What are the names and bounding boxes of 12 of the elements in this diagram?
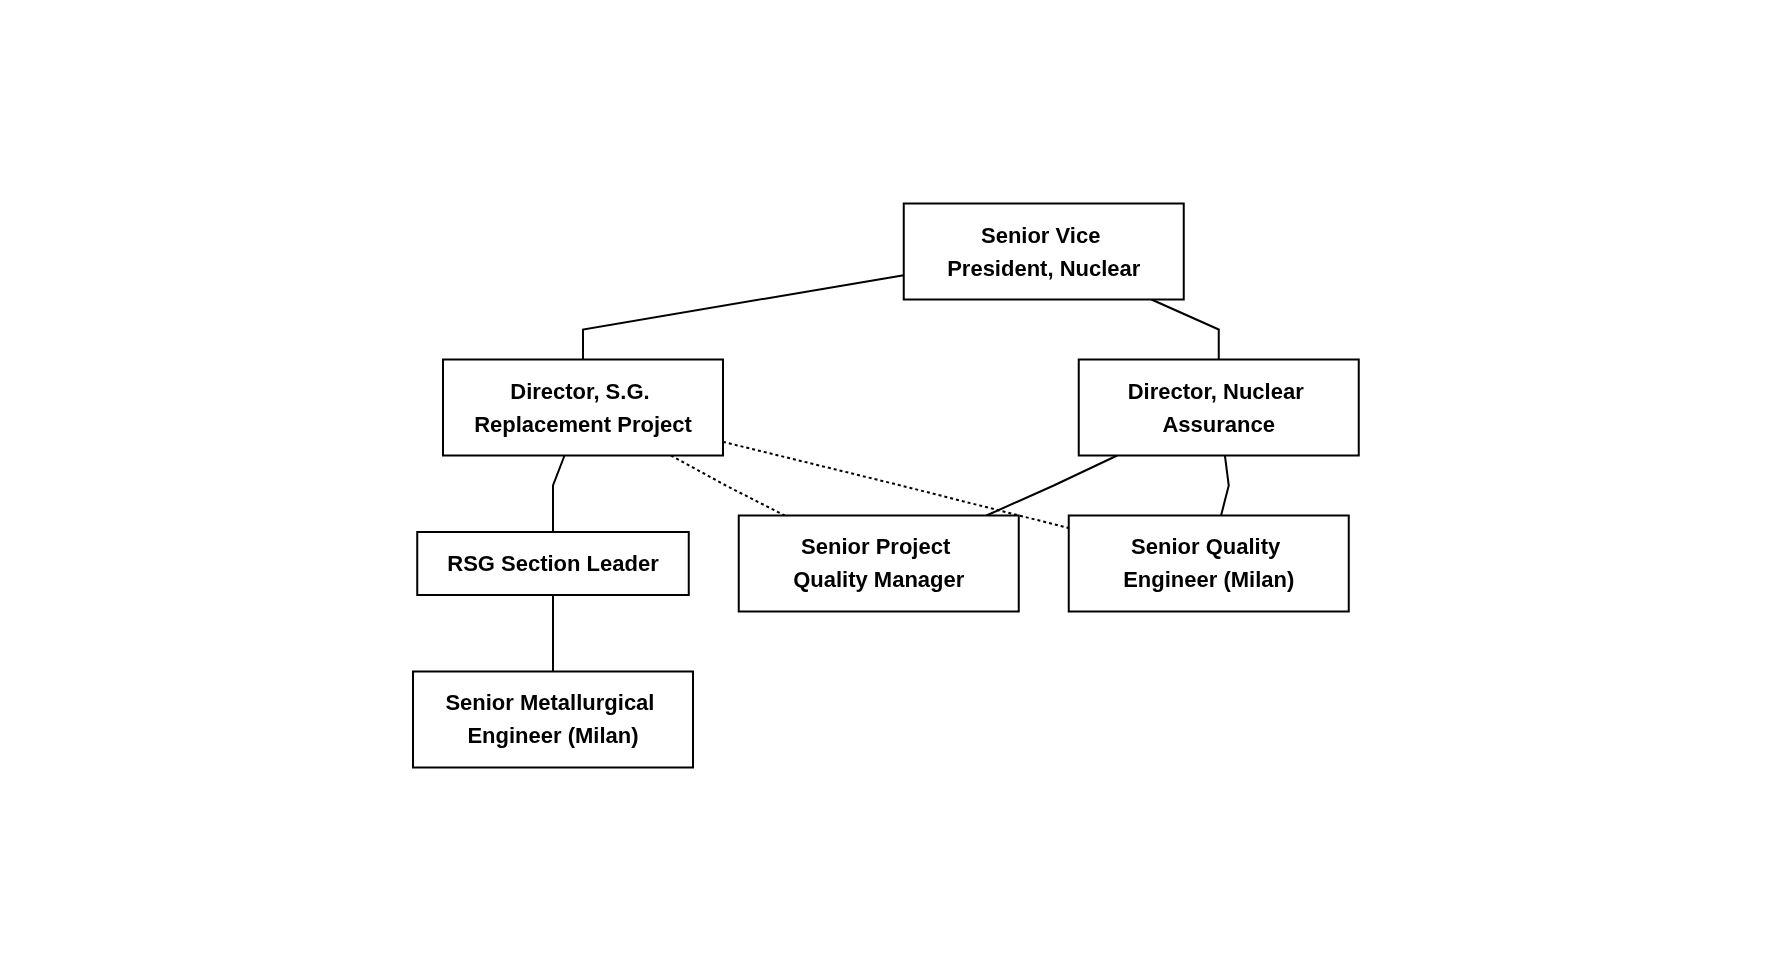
- connector: [1150, 298, 1220, 361]
- node-box: RSG Section Leader: [415, 531, 690, 596]
- node-box: Senior Quality Engineer (Milan): [1067, 514, 1350, 613]
- node-box: Director, Nuclear Assurance: [1077, 358, 1360, 457]
- connector: [1219, 454, 1230, 517]
- node-box: Senior Metallurgical Engineer (Milan): [411, 670, 694, 769]
- connector: [985, 454, 1118, 517]
- connector: [551, 594, 554, 673]
- connector: [551, 454, 566, 533]
- node-box: Senior Vice President, Nuclear: [902, 202, 1185, 301]
- node-box: Senior Project Quality Manager: [737, 514, 1020, 613]
- node-box: Director, S.G. Replacement Project: [441, 358, 724, 457]
